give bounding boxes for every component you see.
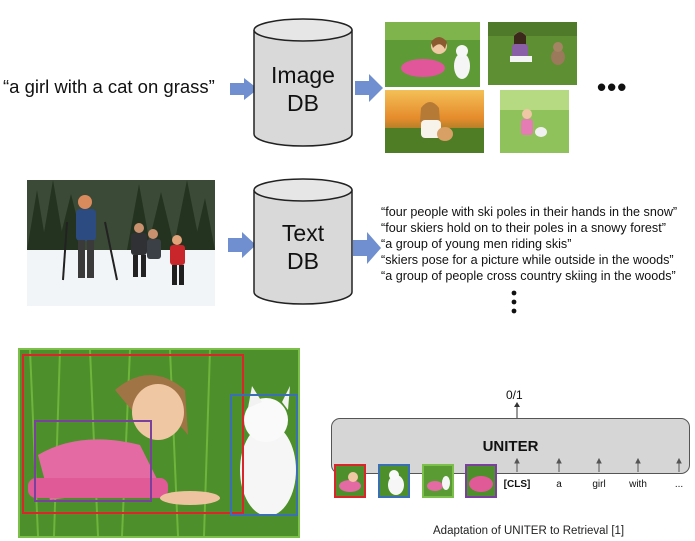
caption-item: “a group of young men riding skis” bbox=[381, 237, 572, 251]
result-image-girl-cat-lying bbox=[385, 22, 480, 87]
uniter-output-label: 0/1 bbox=[506, 388, 523, 402]
caption-item: “a group of people cross country skiing … bbox=[381, 269, 676, 283]
result-image-girl-cat-sunset bbox=[385, 90, 484, 153]
figure-caption: Adaptation of UNITER to Retrieval [1] bbox=[433, 525, 625, 537]
region-thumb-red bbox=[334, 464, 366, 498]
caption-item: “four people with ski poles in their han… bbox=[381, 205, 678, 219]
text-db-label-2: DB bbox=[287, 248, 319, 274]
token-a: a bbox=[556, 479, 562, 490]
image-db-cylinder: Image DB bbox=[253, 18, 353, 148]
red-bounding-box bbox=[22, 354, 244, 514]
region-detection-image bbox=[18, 348, 300, 538]
text-db-label-1: Text bbox=[281, 220, 325, 246]
token-ellipsis: ... bbox=[674, 479, 684, 490]
token-with: with bbox=[629, 479, 647, 490]
more-results-indicator: ••• bbox=[597, 72, 628, 102]
blue-bounding-box bbox=[230, 394, 298, 516]
query-text: “a girl with a cat on grass” bbox=[3, 76, 215, 97]
result-image-girl-cat-field bbox=[500, 90, 569, 153]
text-db-cylinder: Text DB bbox=[253, 178, 353, 306]
caption-item: “skiers pose for a picture while outside… bbox=[381, 253, 674, 267]
token-arrows-icon bbox=[514, 458, 682, 472]
query-arrow-icon bbox=[230, 78, 258, 100]
image-db-label-2: DB bbox=[287, 90, 319, 116]
token-girl: girl bbox=[592, 479, 606, 490]
region-thumb-green bbox=[422, 464, 454, 498]
image-db-label-1: Image bbox=[271, 62, 335, 88]
result-image-girl-reading-cat bbox=[488, 22, 577, 85]
database-icon bbox=[253, 178, 353, 305]
region-thumb-blue bbox=[378, 464, 410, 498]
vertical-ellipsis-icon bbox=[511, 290, 517, 314]
token-cls: [CLS] bbox=[503, 479, 531, 490]
caption-list: “four people with ski poles in their han… bbox=[381, 204, 677, 284]
uniter-title: UNITER bbox=[482, 438, 539, 455]
text-db-arrow-icon bbox=[353, 232, 381, 264]
output-arrow-icon bbox=[514, 402, 520, 419]
image-query-arrow-icon bbox=[228, 232, 256, 258]
database-icon bbox=[253, 18, 353, 147]
image-db-arrow-icon bbox=[355, 74, 383, 102]
purple-bounding-box bbox=[34, 420, 152, 502]
query-image-skiers bbox=[27, 180, 215, 306]
region-thumb-purple bbox=[465, 464, 497, 498]
caption-item: “four skiers hold on to their poles in a… bbox=[381, 221, 666, 235]
